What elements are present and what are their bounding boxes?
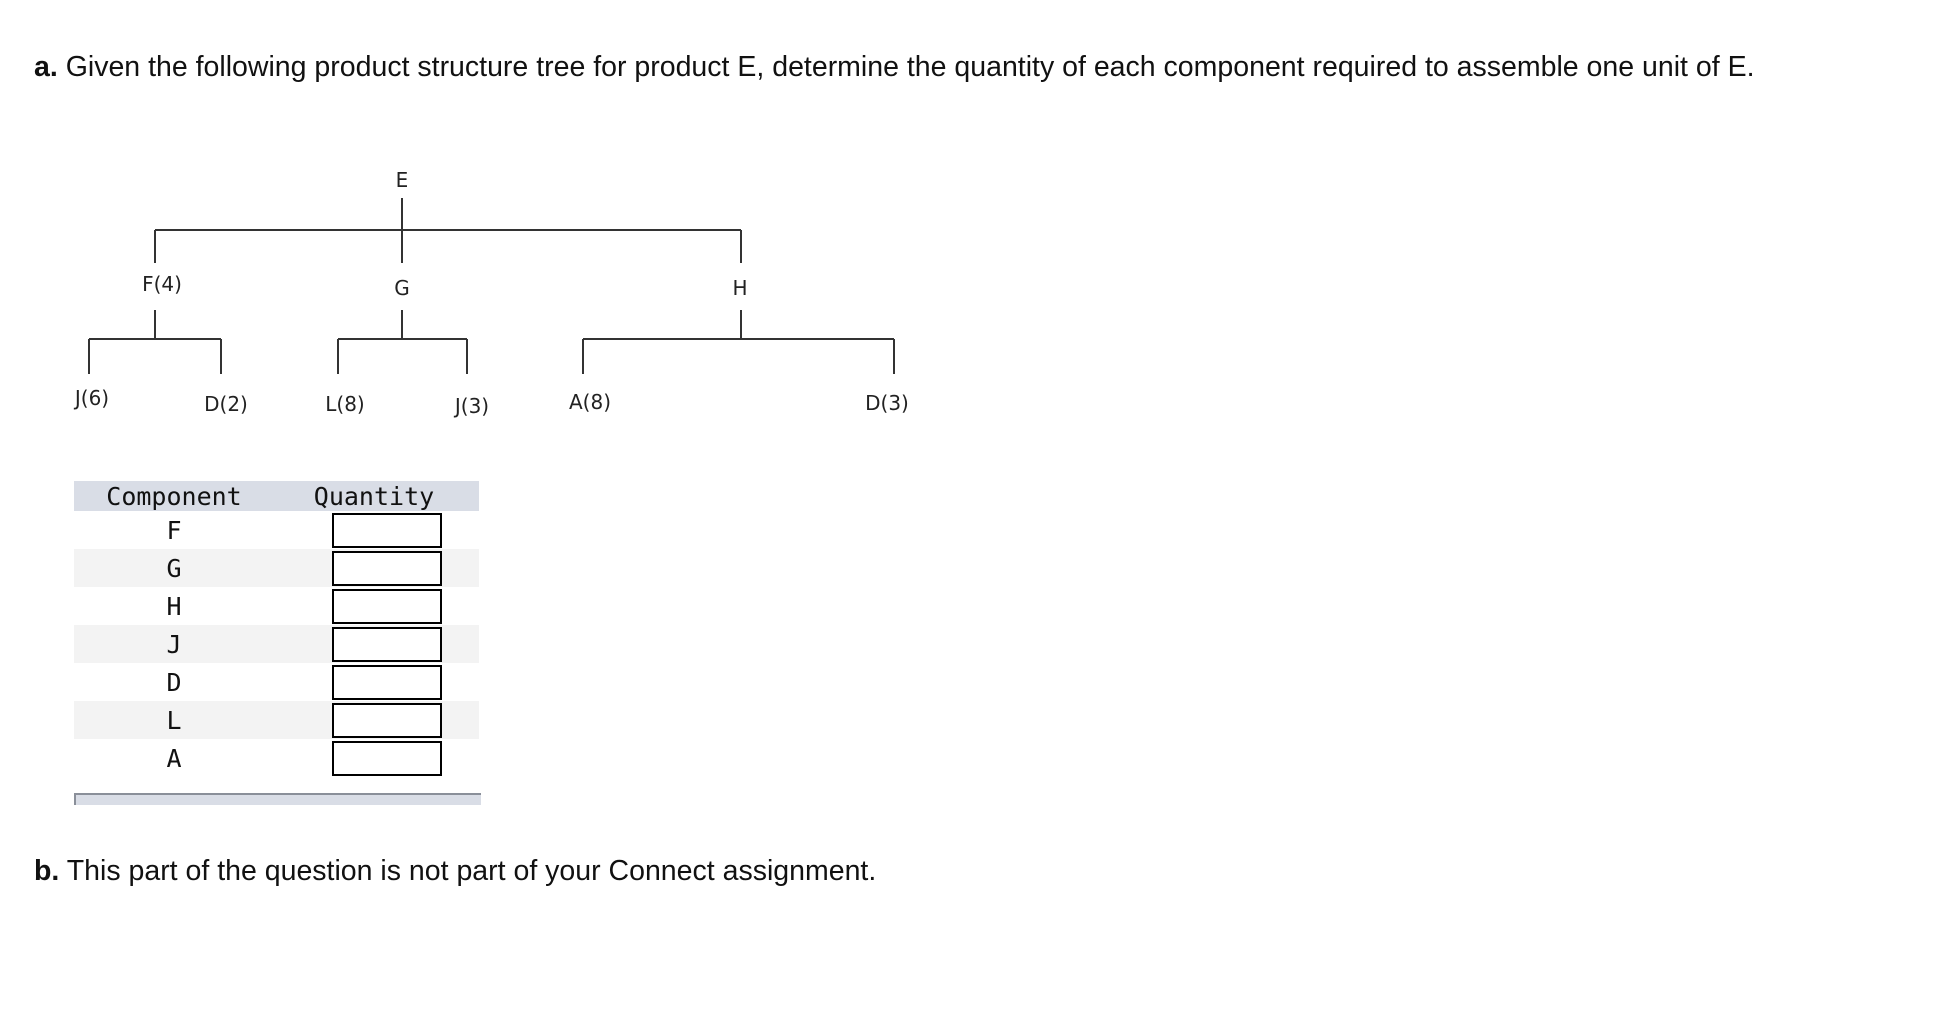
table-row: H xyxy=(74,587,479,625)
quantity-input-j[interactable] xyxy=(332,626,442,662)
tree-node-h: H xyxy=(732,276,747,300)
tree-node-e: E xyxy=(396,168,409,192)
quantity-input-a[interactable] xyxy=(332,740,442,776)
component-name: G xyxy=(166,553,182,583)
component-name: D xyxy=(166,667,182,697)
table-row: J xyxy=(74,625,479,663)
quantity-input-l[interactable] xyxy=(332,702,442,738)
tree-node-g: G xyxy=(394,276,410,300)
component-name: A xyxy=(166,743,182,773)
table-row: L xyxy=(74,701,479,739)
tree-node-l-under-g: L(8) xyxy=(325,392,364,416)
question-b-label: b. xyxy=(34,855,60,887)
header-quantity: Quantity xyxy=(313,481,435,511)
product-structure-tree: E F(4) G H J(6) D(2) L(8) J(3) A(8) D(3) xyxy=(73,168,909,418)
tree-node-f: F(4) xyxy=(142,272,182,296)
quantity-input-h[interactable] xyxy=(332,588,442,624)
question-a: a. Given the following product structure… xyxy=(34,49,1914,86)
table-row: G xyxy=(74,549,479,587)
component-quantity-table: Component Quantity F G H J D L A xyxy=(74,481,479,777)
tree-node-a-under-h: A(8) xyxy=(569,390,611,414)
question-b-text: This part of the question is not part of… xyxy=(66,855,877,887)
tree-node-d-under-h: D(3) xyxy=(865,391,909,415)
tree-node-j-under-g: J(3) xyxy=(453,394,489,418)
component-name: H xyxy=(166,591,182,621)
header-component: Component xyxy=(106,481,242,511)
tree-node-d-under-f: D(2) xyxy=(204,392,248,416)
question-a-label: a. xyxy=(34,51,58,83)
table-header: Component Quantity xyxy=(74,481,479,511)
component-name: L xyxy=(166,705,182,735)
tree-node-j-under-f: J(6) xyxy=(73,386,109,410)
question-a-text: Given the following product structure tr… xyxy=(65,51,1755,83)
component-name: J xyxy=(166,629,182,659)
quantity-input-d[interactable] xyxy=(332,664,442,700)
component-name: F xyxy=(166,515,182,545)
question-b: b. This part of the question is not part… xyxy=(34,853,876,890)
table-row: D xyxy=(74,663,479,701)
table-row: A xyxy=(74,739,479,777)
quantity-input-g[interactable] xyxy=(332,550,442,586)
table-row: F xyxy=(74,511,479,549)
table-footer-bar xyxy=(74,793,481,805)
quantity-input-f[interactable] xyxy=(332,512,442,548)
